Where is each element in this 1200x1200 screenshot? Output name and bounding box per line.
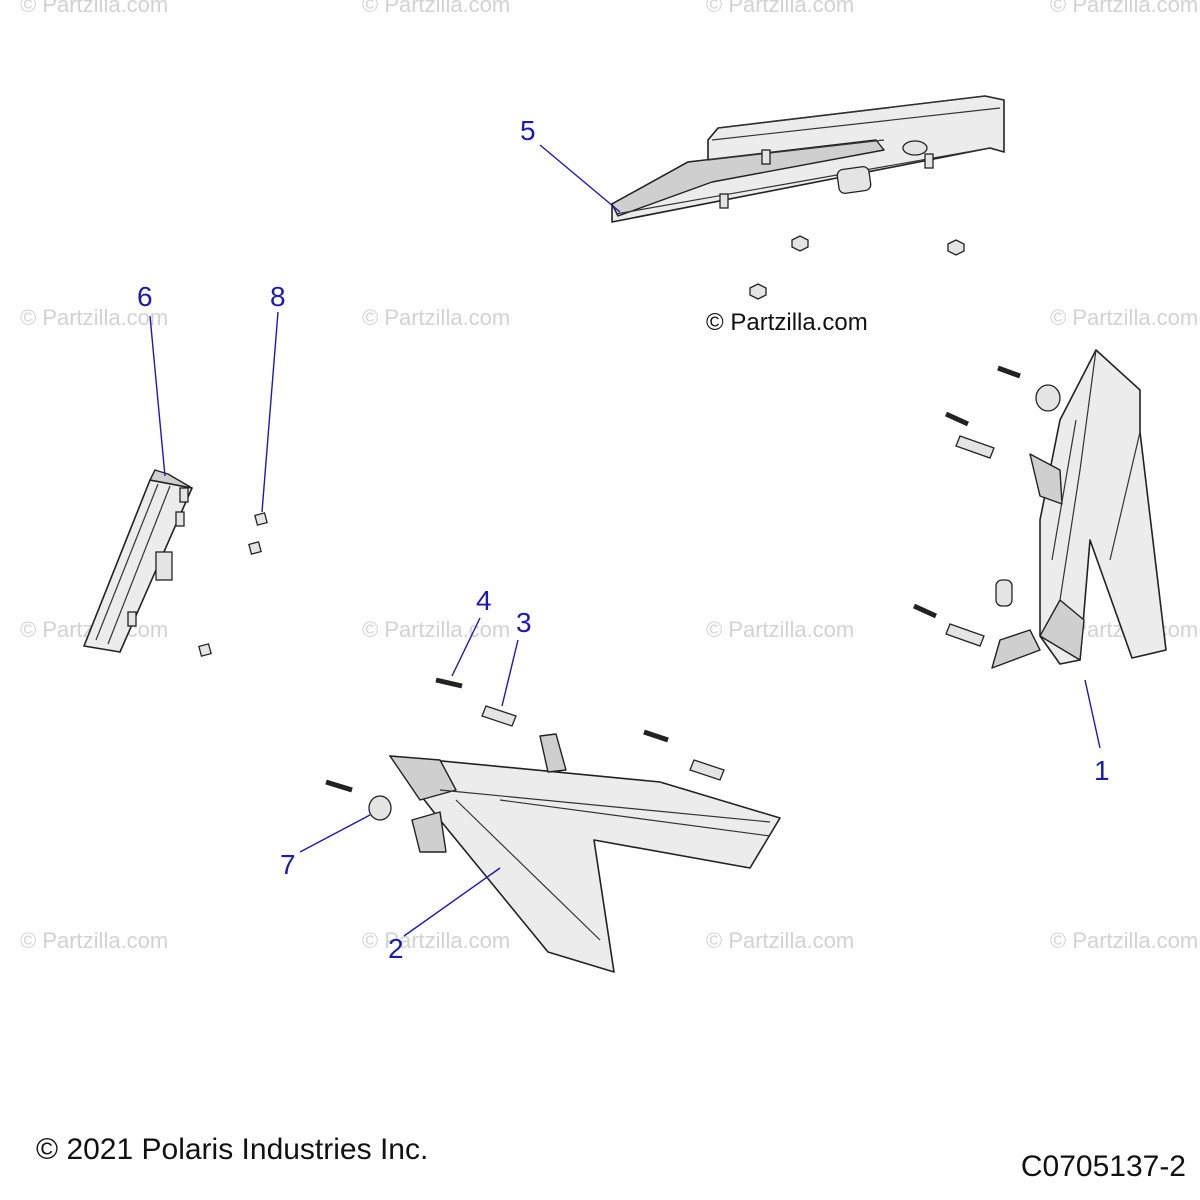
callout-7: 7 <box>280 849 296 880</box>
watermark: © Partzilla.com <box>706 0 854 17</box>
callout-2: 2 <box>388 933 404 964</box>
leader-1 <box>1084 679 1101 749</box>
leader-4 <box>451 617 481 677</box>
watermark: © Partzilla.com <box>362 305 510 330</box>
callout-3: 3 <box>516 607 532 638</box>
watermark: © Partzilla.com <box>20 0 168 17</box>
leader-2 <box>403 867 501 937</box>
watermark: © Partzilla.com <box>706 928 854 953</box>
callout-4: 4 <box>476 585 492 616</box>
watermark: © Partzilla.com <box>706 617 854 642</box>
watermark: © Partzilla.com <box>362 0 510 17</box>
leader-8 <box>261 311 279 513</box>
watermark: © Partzilla.com <box>1050 928 1198 953</box>
watermark: © Partzilla.com <box>20 305 168 330</box>
leader-lines <box>149 144 1101 937</box>
callout-labels: 1 2 3 4 5 6 7 8 <box>137 115 1110 964</box>
part-8-push-nuts <box>198 512 268 657</box>
callout-8: 8 <box>270 281 286 312</box>
part-7-grommet <box>368 795 392 821</box>
leader-3 <box>501 639 519 707</box>
leader-7 <box>299 814 371 853</box>
part-1-housing-right <box>912 349 1167 669</box>
leader-6 <box>149 315 166 477</box>
callout-1: 1 <box>1094 755 1110 786</box>
part-2-housing-left <box>325 677 781 973</box>
watermark-layer: © Partzilla.com © Partzilla.com © Partzi… <box>20 0 1198 953</box>
diagram-code: C0705137-2 <box>1020 1150 1186 1183</box>
partzilla-brand-label: © Partzilla.com <box>706 309 868 336</box>
leader-5 <box>539 144 621 213</box>
watermark: © Partzilla.com <box>362 928 510 953</box>
watermark: © Partzilla.com <box>1050 0 1198 17</box>
watermark: © Partzilla.com <box>1050 305 1198 330</box>
copyright-text: © 2021 Polaris Industries Inc. <box>36 1133 429 1166</box>
callout-5: 5 <box>520 115 536 146</box>
part-5-lens-assembly <box>611 95 1005 300</box>
watermark: © Partzilla.com <box>20 928 168 953</box>
watermark: © Partzilla.com <box>362 617 510 642</box>
part-6-reflector <box>83 469 193 653</box>
callout-6: 6 <box>137 281 153 312</box>
